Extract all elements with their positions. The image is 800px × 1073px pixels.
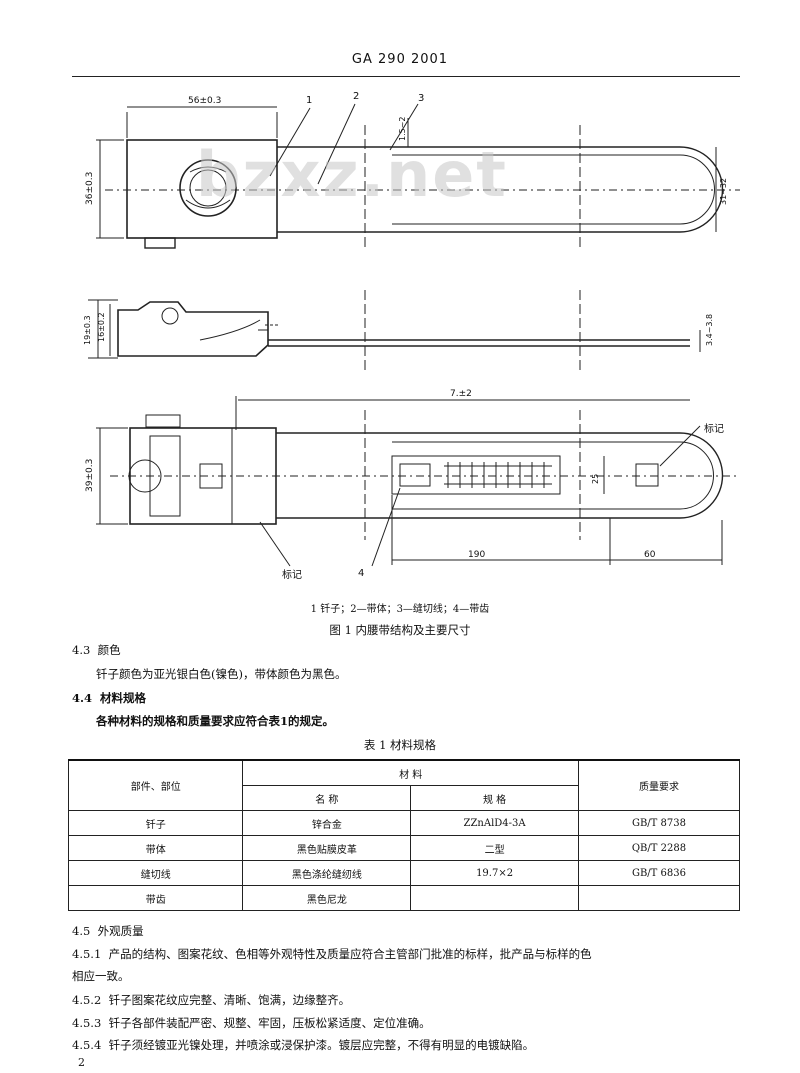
th-spec: 规 格 <box>410 785 579 811</box>
th-quality: 质量要求 <box>577 759 741 811</box>
dim-h-inner: 16±0.2 <box>97 312 106 342</box>
section-4-3-heading: 4.3 颜色 <box>72 643 121 657</box>
dim-strap-width: 31~32 <box>719 178 728 205</box>
top-view <box>96 103 740 250</box>
item-4-5-2: 4.5.2 钎子图案花纹应完整、清晰、饱满，边缘整齐。 <box>72 993 351 1007</box>
table-title: 表 1 材料规格 <box>363 738 437 752</box>
figure-1-drawing: 56±0.3 36±0.3 1.5~2 31~32 1 2 3 19±0.3 1… <box>83 91 740 581</box>
item-4-5-4: 4.5.4 钎子须经镀亚光镍处理，并喷涂或浸保护漆。镀层应完整，不得有明显的电镀… <box>72 1038 535 1052</box>
item-4-5-1-line2: 相应一致。 <box>72 969 130 983</box>
table-row: 带齿 黑色尼龙 <box>67 885 741 911</box>
dim-bottom-top: 7.±2 <box>450 389 472 399</box>
th-name: 名 称 <box>242 785 412 811</box>
side-view <box>88 290 701 370</box>
label-mark-left: 标记 <box>282 569 302 581</box>
th-material: 材 料 <box>242 759 579 786</box>
section-4-4-body: 各种材料的规格和质量要求应符合表1的规定。 <box>96 714 334 728</box>
callout-4: 4 <box>358 568 364 579</box>
callout-2: 2 <box>353 91 359 102</box>
dim-bottom-left: 39±0.3 <box>85 459 95 492</box>
section-4-5-heading: 4.5 外观质量 <box>72 924 144 938</box>
figure-caption: 图 1 内腰带结构及主要尺寸 <box>329 623 471 637</box>
table-row: 钎子 锌合金 ZZnAlD4-3A GB/T 8738 <box>67 810 741 836</box>
materials-table: 部件、部位 材 料 质量要求 名 称 规 格 钎子 锌合金 ZZnAlD4-3A… <box>67 759 741 911</box>
section-4-3-body: 钎子颜色为亚光银白色(镍色)，带体颜色为黑色。 <box>96 667 347 681</box>
dim-h-outer: 19±0.3 <box>83 315 92 345</box>
page-header: GA 290 2001 <box>351 52 449 67</box>
dim-strap-thickness: 3.4~3.8 <box>705 314 714 346</box>
item-4-5-3: 4.5.3 钎子各部件装配严密、规整、牢固，压板松紧适度、定位准确。 <box>72 1016 431 1030</box>
watermark: bzxz.net <box>196 138 508 211</box>
item-4-5-1-line1: 4.5.1 产品的结构、图案花纹、色相等外观特性及质量应符合主管部门批准的标样，… <box>72 947 592 961</box>
label-mark-right: 标记 <box>704 423 724 435</box>
header-rule <box>72 76 740 77</box>
section-4-4-heading: 4.4 材料规格 <box>72 691 147 705</box>
bottom-view <box>96 396 740 567</box>
dim-190: 190 <box>468 550 485 560</box>
table-row: 缝切线 黑色涤纶缝纫线 19.7×2 GB/T 6836 <box>67 860 741 886</box>
table-row: 带体 黑色贴膜皮革 二型 QB/T 2288 <box>67 835 741 861</box>
dim-width: 56±0.3 <box>188 96 221 106</box>
th-part: 部件、部位 <box>67 759 244 811</box>
dim-height: 36±0.3 <box>85 172 95 205</box>
page-number: 2 <box>78 1056 85 1069</box>
dim-60: 60 <box>644 550 656 560</box>
callout-3: 3 <box>418 93 424 104</box>
dim-gap: 1.5~2 <box>398 116 407 141</box>
dim-bottom-mid: 25 <box>591 474 600 484</box>
callout-1: 1 <box>306 95 312 106</box>
figure-legend: 1 钎子；2—带体；3—缝切线；4—带齿 <box>310 604 490 615</box>
